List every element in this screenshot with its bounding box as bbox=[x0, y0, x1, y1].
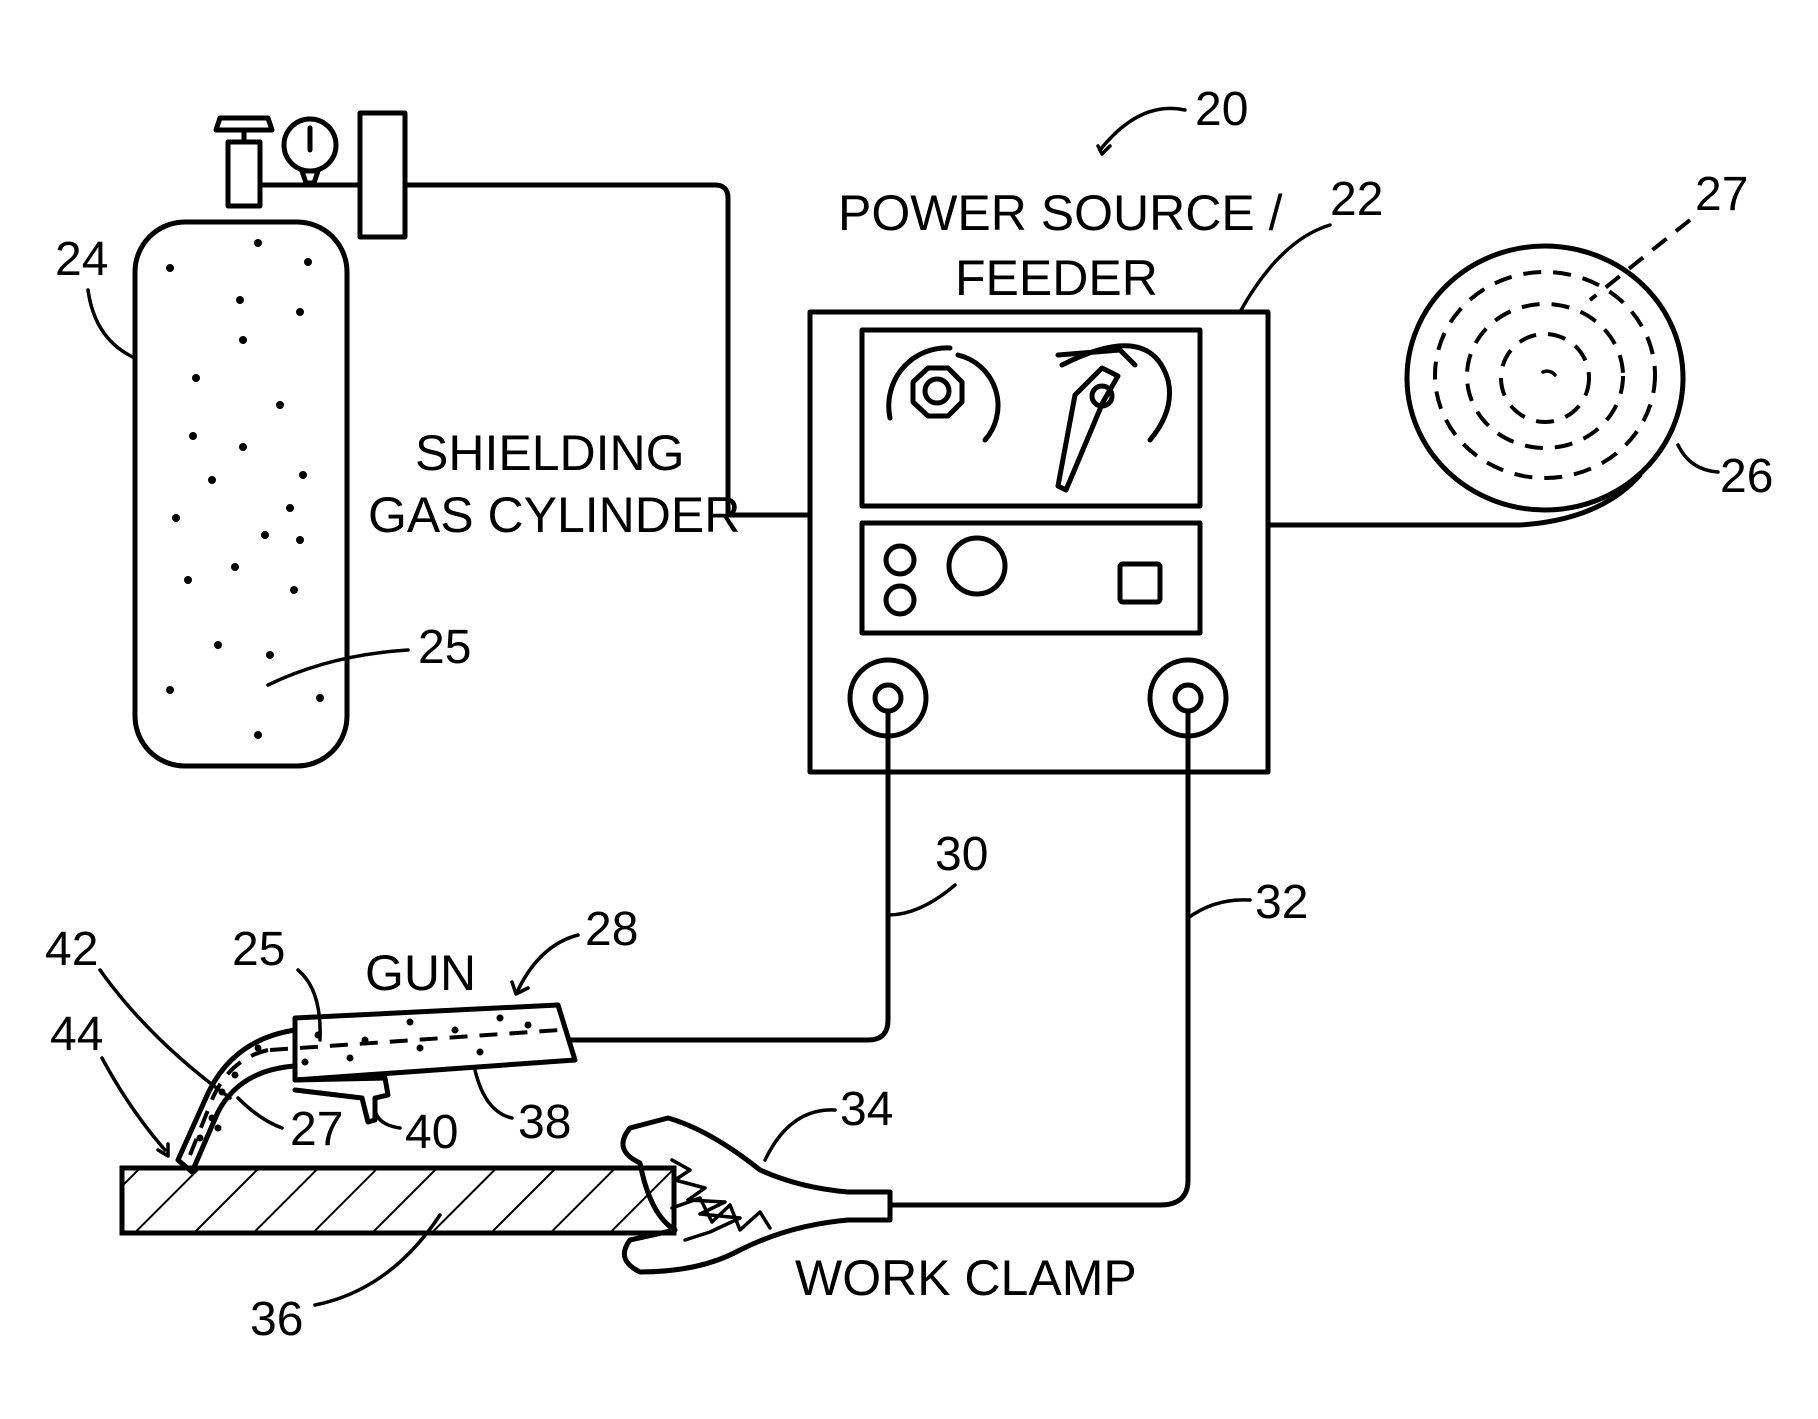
wire-coil-1 bbox=[1435, 272, 1655, 478]
ref-gun-body: 38 bbox=[518, 1096, 571, 1149]
label-shielding-line1: SHIELDING bbox=[415, 425, 685, 481]
gun-gas-particle bbox=[417, 1045, 424, 1052]
ref-tip: 44 bbox=[50, 1008, 103, 1061]
gun-gas-particle bbox=[497, 1015, 504, 1022]
gun-gas-particle bbox=[347, 1055, 354, 1062]
wire-coil-2 bbox=[1467, 304, 1623, 448]
power-source-feeder bbox=[810, 312, 1268, 772]
gas-particle bbox=[276, 401, 284, 409]
gas-particle bbox=[299, 471, 307, 479]
ref-clamp: 34 bbox=[840, 1083, 893, 1136]
ref-wire-spool: 27 bbox=[1695, 168, 1748, 221]
wire-coil-3 bbox=[1501, 334, 1589, 422]
gas-particle bbox=[236, 296, 244, 304]
indicator-light-1 bbox=[886, 546, 914, 574]
gun-gas-particle bbox=[255, 1045, 262, 1052]
ref-system: 20 bbox=[1195, 83, 1248, 136]
gun-gas-particle bbox=[452, 1027, 459, 1034]
gas-particle bbox=[184, 576, 192, 584]
gas-particle bbox=[254, 731, 262, 739]
gun-gas-particle bbox=[525, 1022, 532, 1029]
label-work-clamp: WORK CLAMP bbox=[795, 1250, 1137, 1306]
label-power-source-line2: FEEDER bbox=[955, 250, 1158, 306]
gas-particle bbox=[254, 239, 262, 247]
gas-particle bbox=[316, 694, 324, 702]
cylinder-valve bbox=[228, 142, 260, 206]
gun-gas-particle bbox=[215, 1125, 222, 1132]
label-power-source-line1: POWER SOURCE / bbox=[838, 185, 1283, 241]
ref-cylinder: 24 bbox=[55, 233, 108, 286]
ref-neck: 42 bbox=[45, 923, 98, 976]
wire-in-gun bbox=[270, 1030, 560, 1050]
workpiece bbox=[122, 1168, 674, 1233]
gas-particle bbox=[239, 336, 247, 344]
control-knob bbox=[913, 368, 962, 416]
gas-particle bbox=[266, 651, 274, 659]
gun-handle bbox=[295, 1005, 575, 1080]
label-shielding-line2: GAS CYLINDER bbox=[368, 487, 740, 543]
spool-outer bbox=[1407, 246, 1683, 510]
gas-particle bbox=[192, 374, 200, 382]
control-panel bbox=[862, 523, 1200, 633]
gas-particle bbox=[172, 514, 180, 522]
gas-particle bbox=[214, 641, 222, 649]
gas-particle bbox=[231, 563, 239, 571]
label-gun: GUN bbox=[365, 945, 476, 1001]
welding-gun bbox=[178, 1005, 575, 1172]
ref-gas: 25 bbox=[418, 621, 471, 674]
gas-particle bbox=[290, 586, 298, 594]
ref-spool: 26 bbox=[1720, 450, 1773, 503]
ref-gun: 28 bbox=[585, 903, 638, 956]
work-cable bbox=[890, 711, 1188, 1205]
gas-particles bbox=[166, 239, 324, 739]
gun-cable bbox=[570, 711, 888, 1040]
ref-work-cable: 32 bbox=[1255, 876, 1308, 929]
gun-gas-particle bbox=[407, 1019, 414, 1026]
gas-particle bbox=[166, 686, 174, 694]
wire-spool bbox=[1268, 246, 1683, 525]
gas-particle bbox=[189, 432, 197, 440]
indicator-light-2 bbox=[886, 586, 914, 614]
power-switch bbox=[1120, 564, 1160, 602]
ref-power-source: 22 bbox=[1330, 173, 1383, 226]
gas-particle bbox=[286, 504, 294, 512]
ref-trigger: 40 bbox=[405, 1106, 458, 1159]
gas-particle bbox=[304, 258, 312, 266]
ref-gas-in-gun: 25 bbox=[232, 923, 285, 976]
gas-particle bbox=[261, 531, 269, 539]
gas-particle bbox=[296, 536, 304, 544]
gas-particle bbox=[208, 476, 216, 484]
ref-wire-gun: 27 bbox=[290, 1103, 343, 1156]
gun-gas-particle bbox=[197, 1135, 204, 1142]
gun-gas-particle bbox=[362, 1037, 369, 1044]
ref-workpiece: 36 bbox=[250, 1293, 303, 1346]
regulator bbox=[360, 113, 405, 237]
gun-gas-particle bbox=[232, 1072, 239, 1079]
gas-particle bbox=[166, 264, 174, 272]
gun-gas-particle bbox=[477, 1049, 484, 1056]
ref-gun-cable: 30 bbox=[935, 828, 988, 881]
gun-gas-particle bbox=[209, 1115, 216, 1122]
gas-particle bbox=[239, 443, 247, 451]
main-knob bbox=[949, 538, 1005, 594]
gas-particle bbox=[296, 308, 304, 316]
wire-feed-line bbox=[1268, 475, 1640, 525]
gun-gas-particle bbox=[302, 1059, 309, 1066]
